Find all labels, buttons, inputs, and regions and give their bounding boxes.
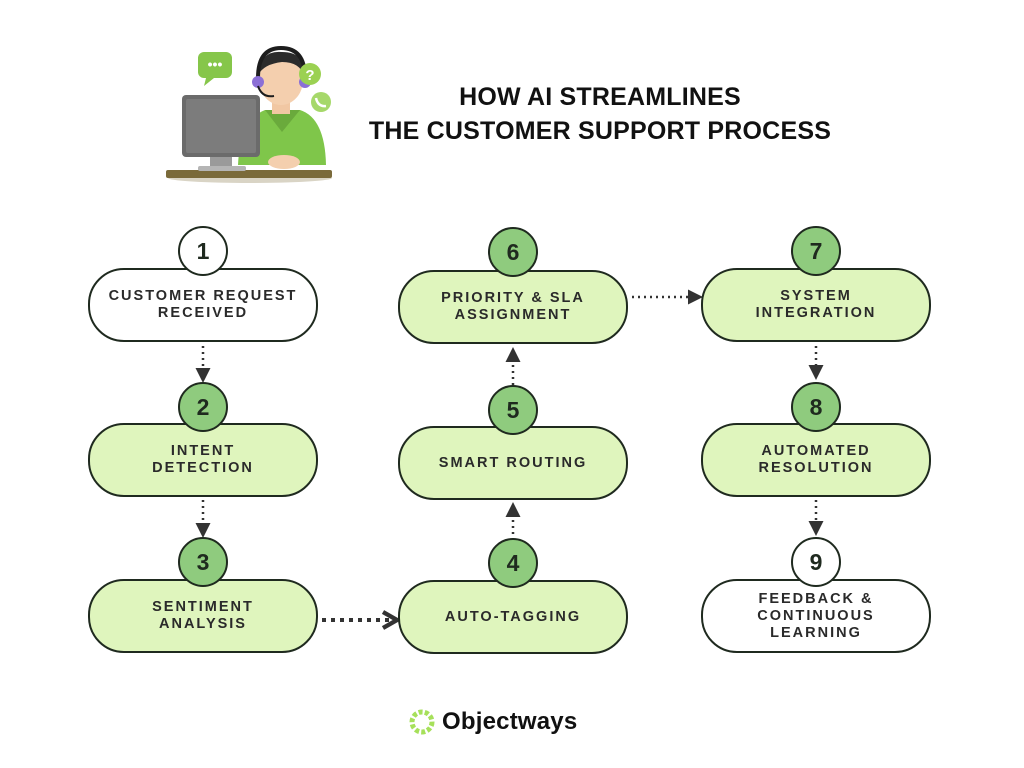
step-5: SMART ROUTING [398, 426, 628, 500]
step-6-box: PRIORITY & SLA ASSIGNMENT [398, 270, 628, 344]
step-1-number-badge: 1 [178, 226, 228, 276]
step-3-label-line-1: SENTIMENT [152, 599, 254, 615]
question-mark: ? [305, 67, 314, 84]
title-line-2: THE CUSTOMER SUPPORT PROCESS [368, 117, 832, 145]
step-2-box: INTENT DETECTION [88, 423, 318, 497]
step-2-label-line-2: DETECTION [152, 460, 254, 476]
step-3-number-badge: 3 [178, 537, 228, 587]
step-5-box: SMART ROUTING [398, 426, 628, 500]
diagram-title: HOW AI STREAMLINES THE CUSTOMER SUPPORT … [340, 80, 860, 148]
step-1-label-line-1: CUSTOMER REQUEST [108, 288, 298, 304]
step-8: AUTOMATED RESOLUTION [701, 423, 931, 497]
step-9-number-badge: 9 [791, 537, 841, 587]
step-9: FEEDBACK & CONTINUOUS LEARNING [701, 579, 931, 653]
step-4-box: AUTO-TAGGING [398, 580, 628, 654]
step-4-number-badge: 4 [488, 538, 538, 588]
step-2-label-line-1: INTENT [170, 443, 236, 459]
step-7-number-badge: 7 [791, 226, 841, 276]
step-7-label-line-2: INTEGRATION [755, 305, 877, 321]
step-6-label-line-1: PRIORITY & SLA [441, 290, 585, 306]
step-6: PRIORITY & SLA ASSIGNMENT [398, 270, 628, 344]
step-5-label-line-1: SMART ROUTING [438, 454, 588, 471]
step-8-label-line-1: AUTOMATED [761, 443, 871, 459]
step-2: INTENT DETECTION [88, 423, 318, 497]
step-3-box: SENTIMENT ANALYSIS [88, 579, 318, 653]
step-3: SENTIMENT ANALYSIS [88, 579, 318, 653]
step-8-label-line-2: RESOLUTION [758, 460, 874, 476]
step-4-label-line-1: AUTO-TAGGING [444, 608, 582, 625]
step-1-box: CUSTOMER REQUEST RECEIVED [88, 268, 318, 342]
step-7-box: SYSTEM INTEGRATION [701, 268, 931, 342]
objectways-ring-icon [409, 709, 435, 735]
step-4: AUTO-TAGGING [398, 580, 628, 654]
step-9-label-line-1: FEEDBACK & [758, 590, 874, 607]
step-7: SYSTEM INTEGRATION [701, 268, 931, 342]
step-9-box: FEEDBACK & CONTINUOUS LEARNING [701, 579, 931, 653]
step-9-label-line-2: CONTINUOUS [757, 607, 875, 624]
objectways-logo: Objectways [408, 706, 577, 738]
title-line-1: HOW AI STREAMLINES [459, 83, 741, 111]
step-6-number-badge: 6 [488, 227, 538, 277]
chat-bubble-dots: ••• [208, 56, 223, 72]
step-8-box: AUTOMATED RESOLUTION [701, 423, 931, 497]
step-1-label-line-2: RECEIVED [157, 305, 249, 321]
step-1: CUSTOMER REQUEST RECEIVED [88, 268, 318, 342]
logo-text: Objectways [442, 708, 578, 735]
step-5-number-badge: 5 [488, 385, 538, 435]
step-8-number-badge: 8 [791, 382, 841, 432]
step-6-label-line-2: ASSIGNMENT [454, 307, 572, 323]
step-7-label-line-1: SYSTEM [780, 288, 852, 304]
step-2-number-badge: 2 [178, 382, 228, 432]
support-agent-illustration: ••• ? [166, 45, 332, 183]
step-9-label-line-3: LEARNING [770, 624, 862, 641]
step-3-label-line-2: ANALYSIS [159, 616, 247, 632]
